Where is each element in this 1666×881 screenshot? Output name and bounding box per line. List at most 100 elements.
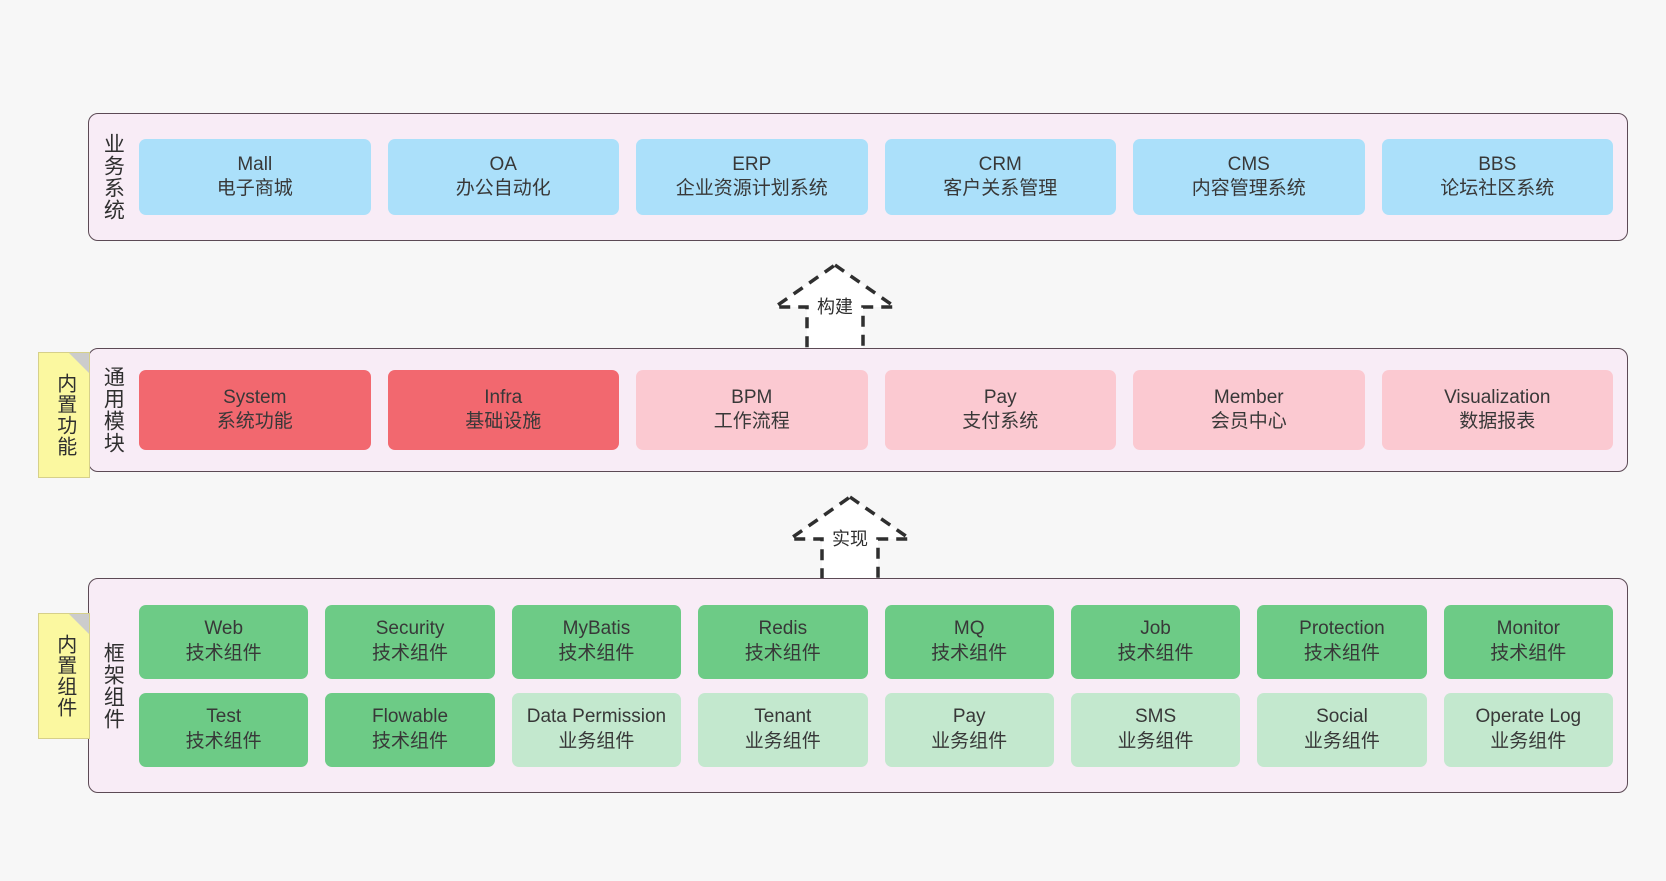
card-title: OA — [489, 153, 517, 175]
card-bbs[interactable]: BBS 论坛社区系统 — [1381, 139, 1613, 215]
card-subtitle: 技术组件 — [1303, 642, 1380, 664]
card-title: Tenant — [754, 706, 812, 728]
note-builtin-components: 内置组件 — [38, 613, 90, 739]
card-system[interactable]: System 系统功能 — [139, 370, 371, 450]
layer-common-modules[interactable]: 通用模块 System 系统功能 Infra 基础设施 BPM 工作流程 Pay… — [88, 348, 1628, 472]
card-monitor[interactable]: Monitor 技术组件 — [1443, 604, 1613, 679]
card-title: Member — [1213, 386, 1284, 408]
card-cms[interactable]: CMS 内容管理系统 — [1133, 139, 1365, 215]
card-subtitle: 业务组件 — [931, 730, 1008, 752]
card-title: Social — [1316, 706, 1368, 728]
card-subtitle: 技术组件 — [558, 642, 635, 664]
card-title: MyBatis — [562, 618, 631, 640]
card-oa[interactable]: OA 办公自动化 — [387, 139, 619, 215]
connector-label: 实现 — [832, 529, 868, 549]
card-bpm[interactable]: BPM 工作流程 — [636, 370, 868, 450]
layer-body-common-modules: System 系统功能 Infra 基础设施 BPM 工作流程 Pay 支付系统… — [135, 349, 1627, 471]
card-visualization[interactable]: Visualization 数据报表 — [1381, 370, 1613, 450]
card-pay-business[interactable]: Pay 业务组件 — [884, 692, 1054, 767]
card-subtitle: 工作流程 — [713, 411, 790, 432]
note-label: 内置功能 — [53, 373, 76, 457]
card-infra[interactable]: Infra 基础设施 — [387, 370, 619, 450]
connector-implement: 实现 — [760, 487, 940, 587]
card-subtitle: 数据报表 — [1459, 411, 1536, 432]
card-title: ERP — [732, 153, 772, 175]
card-title: Pay — [952, 706, 986, 728]
card-subtitle: 技术组件 — [185, 642, 262, 664]
card-row: Web 技术组件 Security 技术组件 MyBatis 技术组件 Redi… — [139, 604, 1613, 679]
card-title: CRM — [978, 153, 1022, 175]
card-crm[interactable]: CRM 客户关系管理 — [884, 139, 1116, 215]
card-title: Mall — [237, 153, 273, 175]
card-subtitle: 业务组件 — [1303, 730, 1380, 752]
card-title: Flowable — [372, 706, 449, 728]
card-row: Mall 电子商城 OA 办公自动化 ERP 企业资源计划系统 CRM 客户关系… — [139, 139, 1613, 215]
card-sms[interactable]: SMS 业务组件 — [1070, 692, 1241, 767]
card-title: Pay — [983, 386, 1017, 408]
card-title: System — [223, 386, 287, 408]
card-title: Job — [1140, 618, 1171, 640]
layer-title-common-modules: 通用模块 — [101, 366, 125, 454]
card-protection[interactable]: Protection 技术组件 — [1257, 604, 1427, 679]
card-title: BBS — [1478, 153, 1517, 175]
card-member[interactable]: Member 会员中心 — [1133, 370, 1365, 450]
connector-build: 构建 — [745, 255, 925, 355]
layer-title-framework-components: 框架组件 — [101, 641, 125, 730]
card-title: Infra — [484, 386, 523, 408]
card-row: Test 技术组件 Flowable 技术组件 Data Permission … — [139, 692, 1613, 767]
card-title: SMS — [1134, 706, 1177, 728]
card-subtitle: 技术组件 — [1490, 642, 1567, 664]
card-subtitle: 电子商城 — [216, 178, 293, 199]
card-subtitle: 会员中心 — [1210, 411, 1287, 432]
card-data-permission[interactable]: Data Permission 业务组件 — [511, 692, 682, 767]
card-title: Protection — [1299, 618, 1385, 640]
card-subtitle: 客户关系管理 — [943, 178, 1058, 199]
card-subtitle: 办公自动化 — [455, 178, 551, 199]
card-subtitle: 业务组件 — [558, 730, 635, 752]
card-subtitle: 系统功能 — [216, 411, 293, 432]
card-title: Redis — [758, 618, 808, 640]
card-subtitle: 技术组件 — [372, 730, 449, 752]
card-title: Visualization — [1444, 386, 1551, 408]
card-subtitle: 论坛社区系统 — [1440, 178, 1555, 199]
card-erp[interactable]: ERP 企业资源计划系统 — [636, 139, 868, 215]
card-tenant[interactable]: Tenant 业务组件 — [698, 692, 868, 767]
card-title: Security — [375, 618, 445, 640]
layer-framework-components[interactable]: 框架组件 Web 技术组件 Security 技术组件 MyBatis 技术组件… — [88, 578, 1628, 793]
layer-title-business-systems: 业务系统 — [101, 133, 125, 221]
note-builtin-features: 内置功能 — [38, 352, 90, 478]
card-subtitle: 支付系统 — [962, 411, 1039, 432]
card-social[interactable]: Social 业务组件 — [1257, 692, 1427, 767]
card-title: MQ — [953, 618, 985, 640]
card-subtitle: 业务组件 — [744, 730, 821, 752]
card-subtitle: 业务组件 — [1490, 730, 1567, 752]
connector-label: 构建 — [817, 297, 853, 317]
card-web[interactable]: Web 技术组件 — [139, 604, 309, 679]
card-test[interactable]: Test 技术组件 — [139, 692, 309, 767]
card-operate-log[interactable]: Operate Log 业务组件 — [1443, 692, 1613, 767]
card-redis[interactable]: Redis 技术组件 — [698, 604, 868, 679]
card-job[interactable]: Job 技术组件 — [1070, 604, 1241, 679]
card-subtitle: 技术组件 — [372, 642, 449, 664]
card-mybatis[interactable]: MyBatis 技术组件 — [511, 604, 682, 679]
card-row: System 系统功能 Infra 基础设施 BPM 工作流程 Pay 支付系统… — [139, 370, 1613, 450]
card-title: Web — [204, 618, 244, 640]
card-mall[interactable]: Mall 电子商城 — [139, 139, 371, 215]
card-subtitle: 技术组件 — [931, 642, 1008, 664]
card-flowable[interactable]: Flowable 技术组件 — [325, 692, 495, 767]
layer-body-business-systems: Mall 电子商城 OA 办公自动化 ERP 企业资源计划系统 CRM 客户关系… — [135, 114, 1627, 240]
card-title: BPM — [731, 386, 773, 408]
card-subtitle: 技术组件 — [185, 730, 262, 752]
card-mq[interactable]: MQ 技术组件 — [884, 604, 1054, 679]
card-title: CMS — [1227, 153, 1270, 175]
layer-business-systems[interactable]: 业务系统 Mall 电子商城 OA 办公自动化 ERP 企业资源计划系统 CRM… — [88, 113, 1628, 241]
layer-body-framework-components: Web 技术组件 Security 技术组件 MyBatis 技术组件 Redi… — [135, 579, 1627, 792]
card-subtitle: 基础设施 — [465, 411, 542, 432]
card-title: Test — [206, 706, 242, 728]
card-title: Data Permission — [526, 706, 667, 728]
card-security[interactable]: Security 技术组件 — [325, 604, 495, 679]
card-title: Monitor — [1496, 618, 1560, 640]
card-subtitle: 技术组件 — [744, 642, 821, 664]
card-pay[interactable]: Pay 支付系统 — [884, 370, 1116, 450]
